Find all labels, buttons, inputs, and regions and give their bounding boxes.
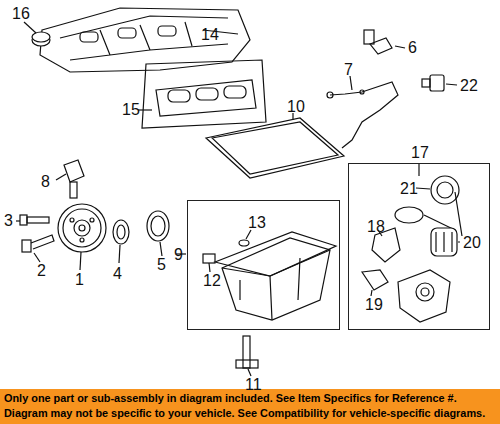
callout-number: 20 [463,235,481,251]
callout-number: 12 [203,273,221,289]
callout-number: 1 [75,272,84,288]
callout-number: 2 [37,263,46,279]
callout-number: 21 [400,181,418,197]
callout-number: 5 [157,257,166,273]
callout-number: 16 [12,6,30,22]
callout-number: 15 [122,102,140,118]
callout-number: 18 [367,219,385,235]
callout-number: 7 [344,62,353,78]
callout-number: 6 [408,40,417,56]
callout-number: 10 [287,99,305,115]
callout-number: 3 [4,213,13,229]
callout-number: 8 [41,174,50,190]
callout-number: 13 [248,215,266,231]
callout-number: 9 [174,247,183,263]
callout-number: 22 [460,78,478,94]
callout-number: 14 [201,27,219,43]
callout-number: 19 [365,297,383,313]
caption-text: Only one part or sub-assembly in diagram… [4,391,496,421]
callout-number: 4 [113,266,122,282]
callout-number: 17 [411,145,429,161]
callout-number: 11 [245,377,262,393]
